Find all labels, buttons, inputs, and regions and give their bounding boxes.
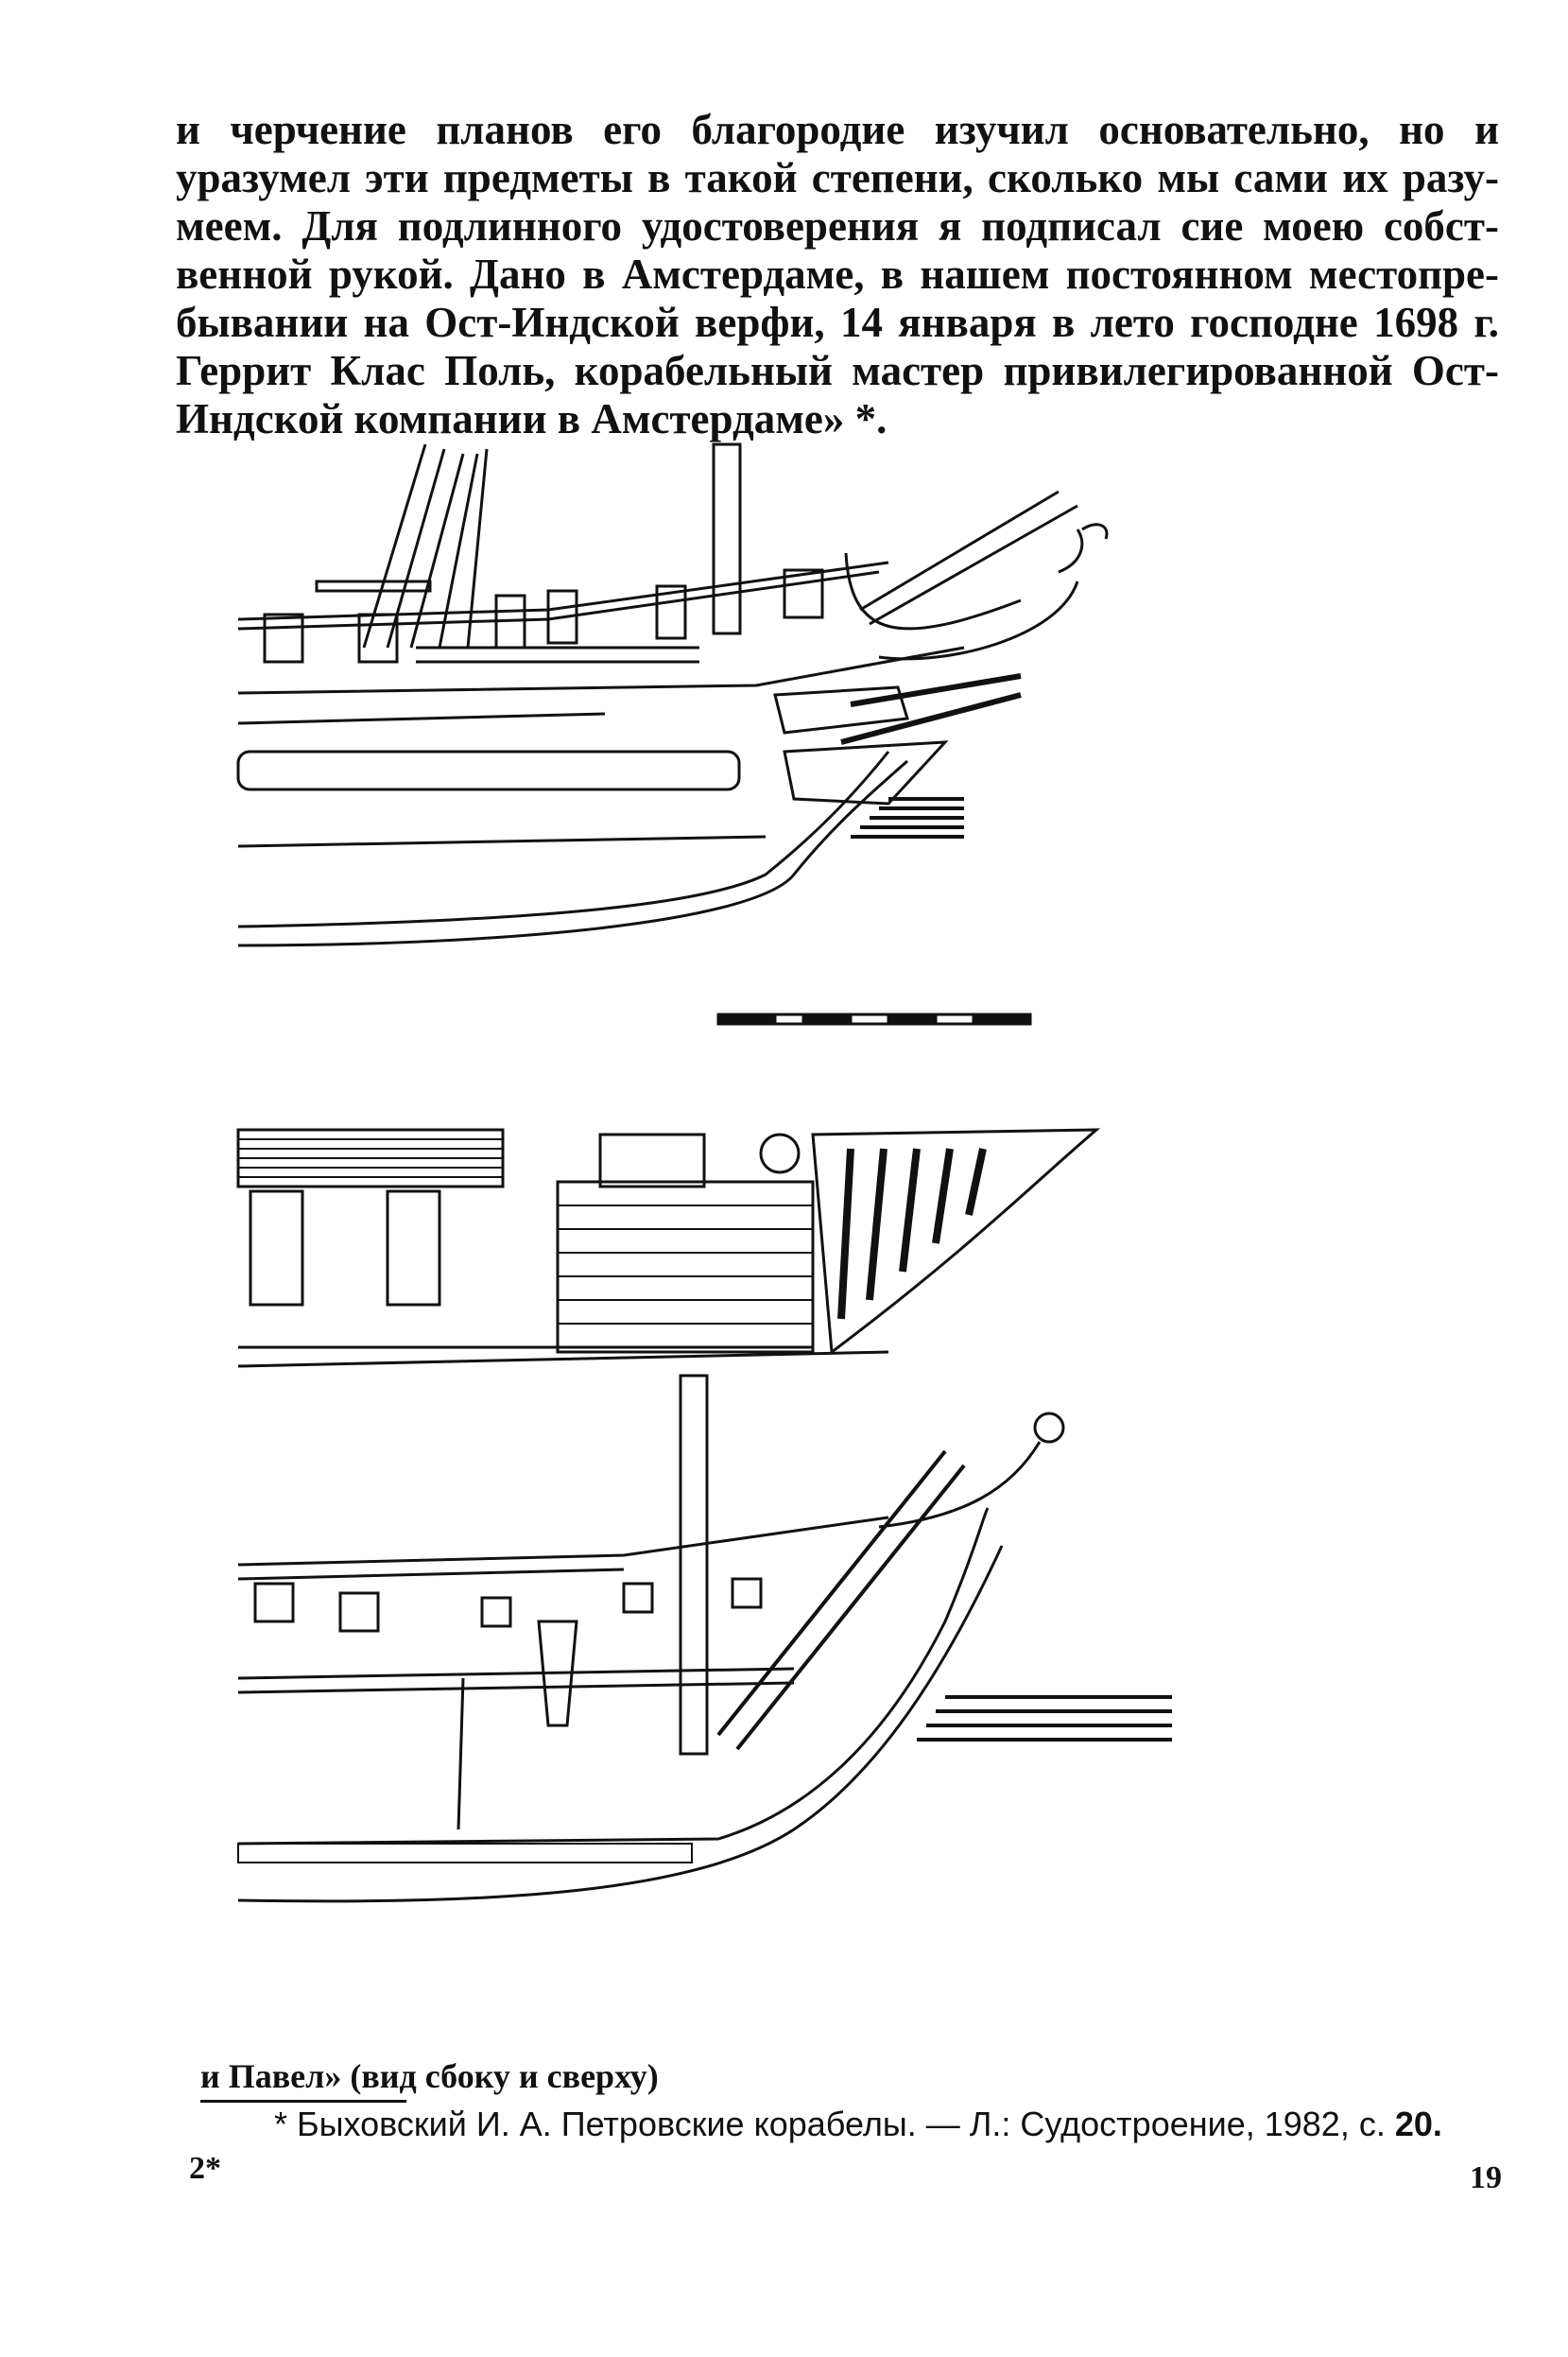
figure-caption: и Павел» (вид сбоку и сверху) (200, 2057, 659, 2095)
signature-mark: 2* (189, 2151, 221, 2186)
footnote: * Быховский И. А. Петровские корабелы. —… (274, 2105, 1503, 2144)
ship-plan-view (236, 1128, 1101, 1368)
page-number: 19 (1470, 2160, 1502, 2195)
footnote-marker: * (274, 2105, 288, 2143)
footnote-page: 20. (1394, 2105, 1442, 2143)
body-text: и черчение планов его благородие изучил … (176, 106, 1499, 443)
body-line: венной рукой. Дано в Амстердаме, в нашем… (176, 251, 1499, 298)
ship-section-view (237, 1374, 1172, 1903)
ship-side-view (236, 442, 1109, 947)
ship-drawing-figure (236, 442, 1172, 1903)
body-line: Геррит Клас Поль, корабельный мастер при… (176, 347, 1499, 394)
body-line: Индской компании в Амстердаме» *. (176, 395, 887, 442)
body-line: уразумел эти предметы в такой степени, с… (176, 154, 1499, 201)
footnote-text: Быховский И. А. Петровские корабелы. — Л… (297, 2105, 1386, 2143)
body-line: и черчение планов его благородие изучил … (176, 106, 1499, 153)
body-line: меем. Для подлинного удостоверения я под… (176, 202, 1499, 250)
scale-bar (716, 1013, 1032, 1026)
body-line: бывании на Ост-Индской верфи, 14 января … (176, 299, 1499, 346)
caption-underline (200, 2100, 406, 2103)
